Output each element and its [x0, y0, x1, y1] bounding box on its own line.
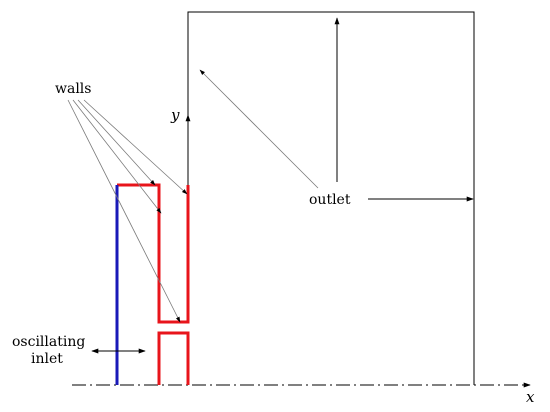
walls-leader-line	[83, 99, 188, 195]
x-axis-label: x	[526, 388, 535, 406]
inlet-label-line2: inlet	[31, 351, 63, 367]
walls-leader-line	[67, 99, 181, 323]
inlet-label-line1: oscillating	[12, 334, 85, 350]
walls-leader-line	[77, 99, 156, 186]
walls-label: walls	[55, 81, 91, 97]
walls-leaders	[67, 99, 188, 323]
walls-leader-line	[72, 99, 162, 214]
outlet-leaders	[199, 17, 474, 202]
y-axis-label: y	[170, 106, 180, 124]
wall-lower	[157, 331, 190, 385]
outlet-leader-line	[199, 69, 319, 189]
walls-group	[117, 183, 190, 385]
outlet-label: outlet	[309, 192, 351, 208]
outlet-boundary	[187, 11, 475, 385]
wall-upper	[117, 183, 190, 324]
